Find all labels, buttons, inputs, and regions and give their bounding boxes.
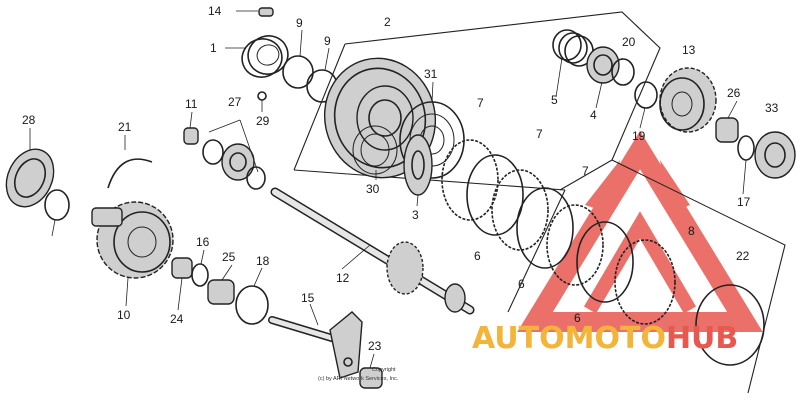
part-9-snap-ring-a — [282, 55, 314, 89]
callout-13: 13 — [682, 43, 696, 57]
watermark-peak-left — [585, 160, 620, 214]
callout-2: 2 — [384, 15, 391, 29]
copyright-line-2: (c) by ARI Network Services, Inc. — [318, 376, 399, 382]
leader-lines — [29, 10, 747, 369]
callout-7-b: 7 — [536, 127, 543, 141]
callout-24: 24 — [170, 312, 184, 326]
callout-12: 12 — [336, 271, 350, 285]
part-32-o-ring — [44, 189, 70, 221]
part-6-disc-a — [466, 154, 524, 236]
part-3-clutch-hub — [403, 134, 433, 196]
part-17-washer — [737, 135, 755, 161]
part-1-bearing-sleeve — [241, 35, 289, 78]
part-10-gear-assembly — [91, 201, 174, 279]
callout-7-c: 7 — [582, 164, 589, 178]
part-29-pin — [257, 91, 267, 101]
callout-3: 3 — [412, 208, 419, 222]
callout-8: 8 — [688, 224, 695, 238]
watermark-text-part2: HUB — [666, 321, 738, 356]
part-16-circlip — [191, 263, 209, 287]
callout-5: 5 — [551, 93, 558, 107]
callout-20: 20 — [622, 35, 636, 49]
clutch-drum-frame — [344, 11, 661, 161]
callout-33: 33 — [765, 101, 779, 115]
frame-edge-base — [507, 189, 566, 313]
callout-6-b: 6 — [518, 277, 525, 291]
clutch-pack-frame — [559, 159, 786, 394]
part-11-collar — [183, 127, 199, 145]
watermark-triangle-outer — [517, 130, 763, 332]
watermark-wordmark: AUTOMOTOHUB — [472, 321, 738, 356]
part-30-spring-set — [352, 125, 398, 175]
part-18-thrust-washer — [235, 285, 269, 325]
callout-10: 10 — [117, 308, 131, 322]
callout-6-c: 6 — [574, 311, 581, 325]
callout-29: 29 — [256, 114, 270, 128]
callout-1: 1 — [210, 41, 217, 55]
part-28-oil-seal — [5, 148, 55, 208]
part-13-gear — [659, 67, 717, 133]
callout-19: 19 — [632, 129, 646, 143]
watermark-peak-right — [660, 160, 690, 214]
clutch-plates-stack — [441, 139, 676, 325]
callout-7-a: 7 — [477, 96, 484, 110]
callout-21: 21 — [118, 120, 132, 134]
part-4-bearing-race — [586, 46, 620, 84]
watermark-text-part1: AUTOMOTO — [472, 321, 666, 356]
part-24-needle-bearing — [171, 257, 193, 279]
callout-17: 17 — [737, 195, 751, 209]
part-22-snap-ring — [695, 284, 765, 366]
watermark-triangle-inner — [583, 211, 697, 314]
part-33-ball-bearing — [754, 131, 796, 179]
parts-artwork — [5, 7, 796, 389]
callout-25: 25 — [222, 250, 236, 264]
part-7-plate-b — [491, 169, 549, 251]
callout-9-b: 9 — [324, 34, 331, 48]
callout-14: 14 — [208, 4, 222, 18]
callout-4: 4 — [590, 108, 597, 122]
callout-11: 11 — [185, 97, 198, 111]
part-6-disc-c — [576, 221, 634, 303]
part-12-mainshaft — [270, 187, 475, 315]
callout-9-a: 9 — [296, 16, 303, 30]
callout-23: 23 — [368, 339, 382, 353]
part-7-plate-a — [441, 139, 499, 221]
callout-labels: 14 9 9 2 1 31 5 20 13 11 27 29 7 7 4 26 … — [22, 4, 779, 353]
part-20-washer — [611, 58, 635, 86]
frame-edge-left — [293, 43, 346, 171]
callout-22: 22 — [736, 249, 750, 263]
callout-15: 15 — [301, 291, 315, 305]
part-19-washer — [634, 81, 658, 109]
part-27-bearing-set — [202, 139, 266, 190]
callout-27: 27 — [228, 95, 242, 109]
callout-30: 30 — [366, 182, 380, 196]
part-6-disc-b — [516, 187, 574, 269]
copyright-line-1: Copyright — [372, 367, 396, 373]
callout-16: 16 — [196, 235, 210, 249]
callout-28: 28 — [22, 113, 36, 127]
part-15-shift-arm — [268, 311, 363, 379]
callout-31: 31 — [424, 67, 438, 81]
part-26-needle-bearing — [715, 117, 739, 143]
part-8-end-plate — [614, 239, 676, 325]
callout-18: 18 — [256, 254, 270, 268]
part-23-needle-bearing — [359, 367, 383, 389]
part-7-plate-c — [546, 204, 604, 286]
part-25-needle-bearing — [207, 279, 235, 305]
part-21-wire-clip — [107, 158, 153, 189]
part-14-bolt — [258, 7, 274, 17]
watermark-text: AUTOMOTOHUB — [472, 321, 738, 356]
callout-26: 26 — [727, 86, 741, 100]
copyright-notice: Copyright (c) by ARI Network Services, I… — [318, 367, 399, 382]
watermark-logo — [517, 130, 763, 332]
callout-6-a: 6 — [474, 249, 481, 263]
